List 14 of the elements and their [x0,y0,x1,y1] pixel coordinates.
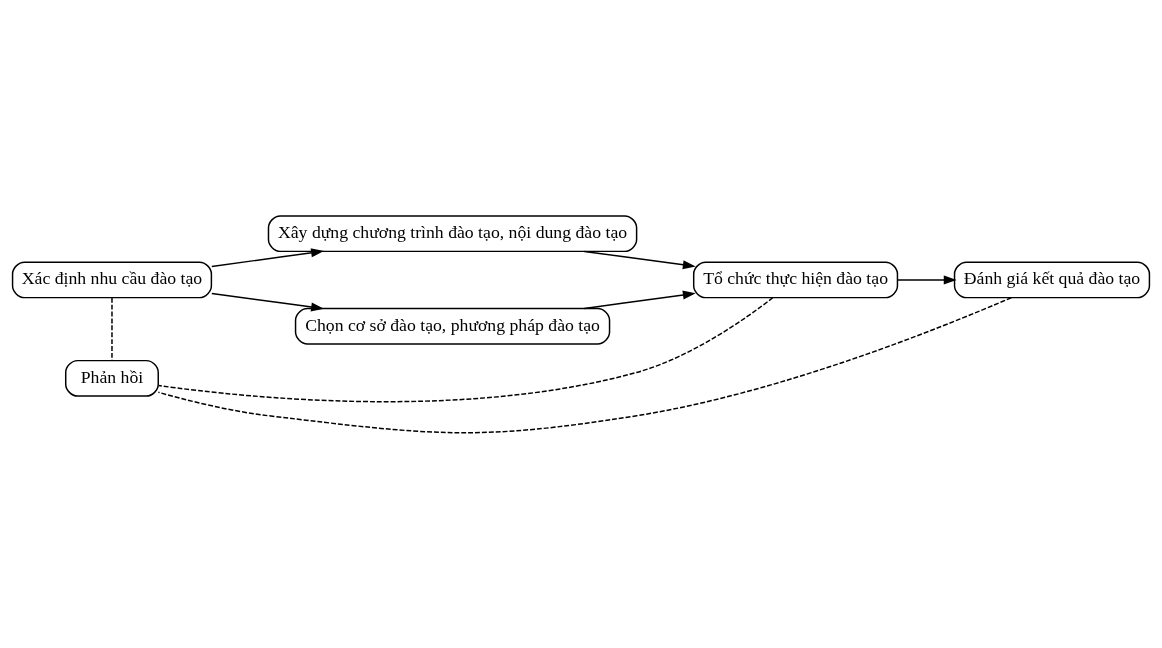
arrow [211,292,324,311]
arrow [583,250,696,269]
arrow [583,290,696,309]
arrow [211,247,324,267]
connector [157,296,1012,433]
node-box: Xây dựng chương trình đào tạo, nội dung đào tạo [267,214,638,252]
node-box: Tổ chức thực hiện đào tạo [692,260,899,298]
node-box: Phản hồi [65,359,159,397]
node-box: Xác định nhu cầu đào tạo [11,260,213,298]
node-box: Đánh giá kết quả đào tạo [953,260,1151,298]
connector [111,296,113,361]
connector [157,296,774,402]
node-box: Chọn cơ sở đào tạo, phương pháp đào tạo [294,307,611,345]
arrow [896,274,957,284]
